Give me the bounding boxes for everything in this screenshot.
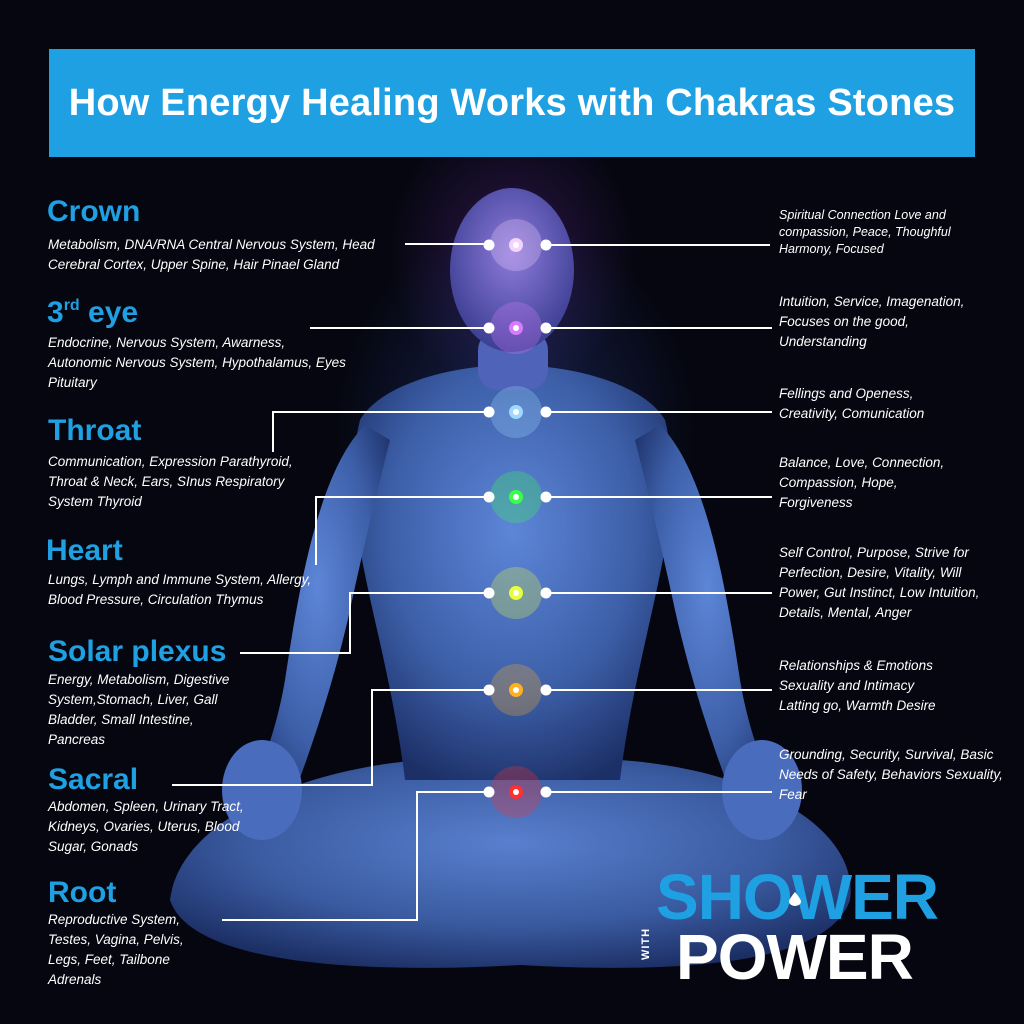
- connector-dot-right-crown: [540, 239, 552, 251]
- connector-left-throat: [272, 411, 489, 452]
- chakra-name-root: Root: [48, 876, 117, 909]
- chakra-body-root: Reproductive System, Testes, Vagina, Pel…: [48, 912, 184, 987]
- figure-left-arm: [245, 425, 390, 830]
- chakra-name-3rd-eye: 3rd eye: [47, 296, 138, 330]
- connector-left-root: [222, 791, 489, 921]
- chakra-body-heart: Lungs, Lymph and Immune System, Allergy,…: [48, 572, 312, 607]
- connector-left-sacral: [172, 689, 489, 786]
- chakra-body-crown: Metabolism, DNA/RNA Central Nervous Syst…: [48, 237, 375, 272]
- connector-dot-right-throat: [540, 406, 552, 418]
- figure-head: [450, 188, 574, 352]
- chakra-center-heart: [513, 494, 519, 500]
- figure-torso: [353, 365, 672, 780]
- connector-left-heart: [315, 496, 489, 565]
- brand-power: POWER: [676, 921, 914, 993]
- chakra-name-heart: Heart: [46, 534, 123, 567]
- connector-dot-left-solar-plexus: [483, 587, 495, 599]
- connector-dot-left-heart: [483, 491, 495, 503]
- chakra-name-throat: Throat: [48, 414, 142, 447]
- chakra-energy-crown: Spiritual Connection Love and compassion…: [779, 208, 951, 256]
- chakra-energy-root: Grounding, Security, Survival, Basic Nee…: [779, 747, 1003, 802]
- connector-dot-right-3rd-eye: [540, 322, 552, 334]
- chakra-name-solar-plexus: Solar plexus: [48, 635, 227, 668]
- title-banner: How Energy Healing Works with Chakras St…: [49, 49, 975, 157]
- chakra-name-crown: Crown: [47, 195, 141, 228]
- chakra-body-3rd-eye: Endocrine, Nervous System, Awarness, Aut…: [48, 335, 346, 390]
- chakra-body-sacral: Abdomen, Spleen, Urinary Tract, Kidneys,…: [48, 799, 244, 854]
- connector-dot-right-sacral: [540, 684, 552, 696]
- connector-dot-right-root: [540, 786, 552, 798]
- chakra-name-3rd-eye-number: 3: [47, 296, 64, 329]
- figure-right-arm: [635, 425, 780, 830]
- chakra-name-3rd-eye-suffix: rd: [63, 297, 80, 314]
- connector-dot-left-crown: [483, 239, 495, 251]
- water-drop-icon: [789, 892, 801, 906]
- chakra-center-throat: [513, 409, 519, 415]
- chakra-center-sacral: [513, 687, 519, 693]
- chakra-center-crown: [513, 242, 519, 248]
- chakra-name-3rd-eye-word: eye: [79, 296, 139, 329]
- chakra-body-throat: Communication, Expression Parathyroid, T…: [48, 454, 293, 509]
- connector-left-solar-plexus: [240, 592, 489, 654]
- chakra-energy-3rd-eye: Intuition, Service, Imagenation, Focuses…: [779, 294, 965, 349]
- chakra-energy-heart: Balance, Love, Connection, Compassion, H…: [779, 455, 945, 510]
- chakra-center-root: [513, 789, 519, 795]
- chakra-name-sacral: Sacral: [48, 763, 139, 796]
- chakra-energy-solar-plexus: Self Control, Purpose, Strive for Perfec…: [779, 545, 980, 620]
- page-title: How Energy Healing Works with Chakras St…: [68, 81, 956, 124]
- figure-right-hand: [722, 740, 802, 840]
- chakra-center-3rd-eye: [513, 325, 519, 331]
- connector-dot-right-heart: [540, 491, 552, 503]
- chakra-center-solar-plexus: [513, 590, 519, 596]
- brand-with: WITH: [640, 927, 652, 960]
- connector-dot-left-3rd-eye: [483, 322, 495, 334]
- chakra-energy-sacral: Relationships & Emotions Sexuality and I…: [779, 658, 936, 713]
- chakra-body-solar-plexus: Energy, Metabolism, Digestive System,Sto…: [48, 672, 230, 747]
- connector-dot-left-throat: [483, 406, 495, 418]
- figure-legs: [170, 760, 851, 968]
- figure-left-hand: [222, 740, 302, 840]
- connector-dot-left-root: [483, 786, 495, 798]
- connector-dot-right-solar-plexus: [540, 587, 552, 599]
- connector-dot-left-sacral: [483, 684, 495, 696]
- chakra-energy-throat: Fellings and Openess, Creativity, Comuni…: [779, 386, 925, 421]
